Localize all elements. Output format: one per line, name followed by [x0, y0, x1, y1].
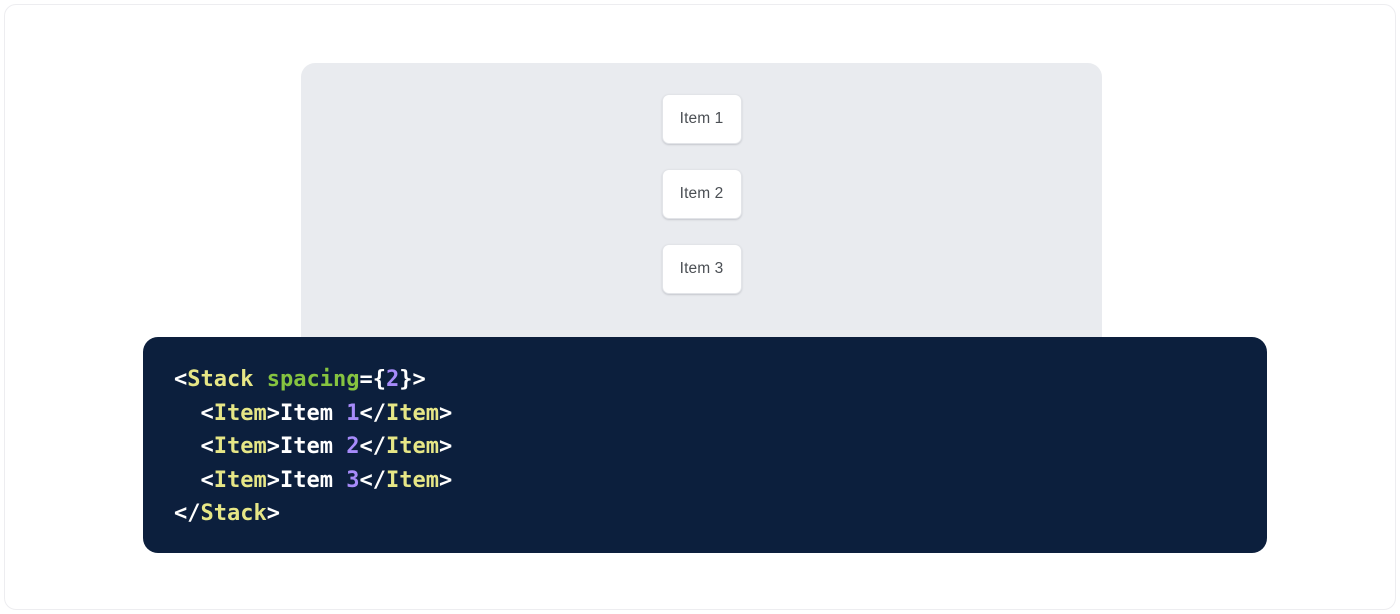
code-token-tag: Item	[385, 434, 439, 460]
code-token-number: 2	[346, 434, 360, 460]
code-token-number: 2	[385, 367, 400, 392]
code-token-punct: ={	[359, 367, 386, 392]
code-token-punct: >	[266, 400, 280, 426]
code-token-tag: Stack	[187, 367, 254, 392]
code-token-punct: </	[359, 400, 386, 426]
code-token-punct: }>	[399, 367, 426, 392]
code-token-number: 3	[346, 467, 360, 493]
code-token-punct: </	[359, 434, 386, 460]
stack-item-label: Item 2	[679, 185, 724, 203]
stack-container: Item 1 Item 2 Item 3	[301, 63, 1102, 294]
code-snippet-block: <Stack spacing={2}> <Item>Item 1</Item> …	[143, 337, 1267, 553]
stack-item-label: Item 3	[679, 260, 724, 278]
code-token-punct: >	[266, 434, 280, 460]
code-token-tag: Item	[385, 400, 439, 426]
stack-item-card[interactable]: Item 2	[661, 169, 742, 219]
code-token-tag: Item	[213, 434, 267, 460]
code-token-text: Item	[279, 434, 347, 460]
code-token-text: Item	[279, 400, 347, 426]
code-token-punct: >	[438, 467, 453, 493]
code-snippet-text: <Stack spacing={2}> <Item>Item 1</Item> …	[174, 363, 1267, 531]
code-token-punct: >	[438, 400, 453, 426]
code-token-punct: >	[438, 434, 453, 460]
code-token-tag: Item	[385, 467, 439, 493]
code-token-tag: Item	[213, 400, 267, 426]
code-token-attr: spacing	[266, 367, 360, 392]
code-token-punct: <	[200, 434, 214, 460]
stack-item-label: Item 1	[679, 110, 724, 128]
code-token-text: Item	[279, 467, 347, 493]
code-token-punct: <	[174, 367, 188, 392]
code-token-punct: >	[266, 467, 280, 493]
code-token-punct: </	[174, 501, 201, 527]
code-token-number: 1	[346, 400, 360, 426]
code-token-punct: <	[200, 400, 214, 426]
code-token-tag: Stack	[200, 501, 267, 527]
code-token-punct: <	[200, 467, 214, 493]
code-token-text	[253, 367, 266, 392]
stack-preview-panel: Item 1 Item 2 Item 3	[301, 63, 1102, 373]
code-token-punct: >	[266, 501, 280, 527]
code-token-tag: Item	[213, 467, 267, 493]
code-token-punct: </	[359, 467, 386, 493]
stack-item-card[interactable]: Item 1	[661, 94, 742, 144]
stack-item-card[interactable]: Item 3	[661, 244, 742, 294]
